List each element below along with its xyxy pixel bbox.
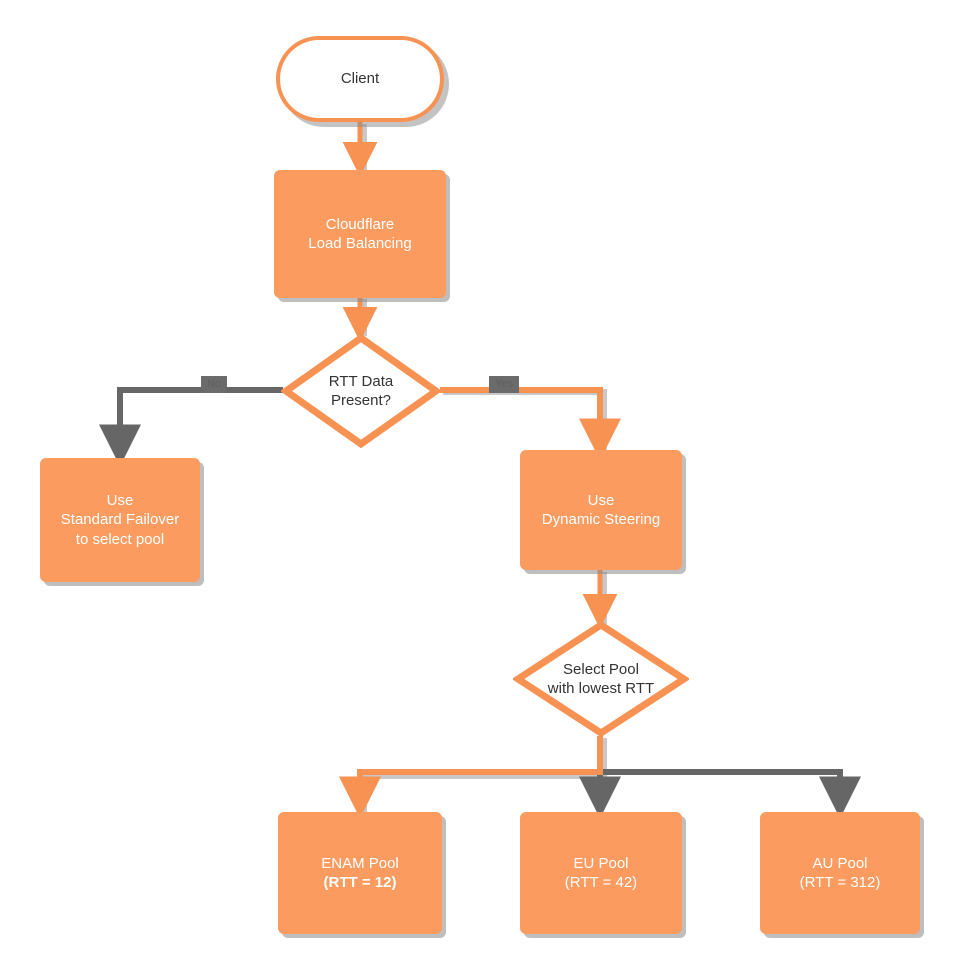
edge-label-rtt-yes: Yes — [489, 376, 519, 393]
node-dynamic-steering-line2: Dynamic Steering — [541, 511, 661, 528]
node-enam-pool-label: ENAM Pool — [321, 854, 399, 872]
edge-select-pool-to-au-pool — [600, 769, 861, 819]
node-rtt-data-present-line1: RTT Data — [328, 372, 394, 390]
node-eu-pool-rtt: (RTT = 42) — [564, 874, 638, 891]
node-standard-failover-line2: Standard Failover — [60, 511, 180, 529]
node-client[interactable]: Client — [276, 36, 444, 122]
node-select-pool-line1: Select Pool — [563, 660, 639, 678]
edge-label-rtt-no: No — [201, 376, 228, 393]
edge-rtt-no-to-standard-failover — [99, 387, 283, 467]
node-eu-pool-label: EU Pool — [573, 854, 629, 872]
node-rtt-data-present[interactable]: RTT Data Present? — [281, 333, 441, 449]
edge-select-pool-to-enam-pool — [339, 736, 603, 819]
node-select-pool[interactable]: Select Pool with lowest RTT — [513, 620, 689, 738]
node-rtt-data-present-line2: Present? — [330, 392, 392, 409]
node-au-pool-rtt: (RTT = 312) — [799, 874, 881, 891]
node-au-pool-label: AU Pool — [812, 854, 868, 872]
node-load-balancing-line2: Load Balancing — [308, 235, 412, 252]
node-enam-pool[interactable]: ENAM Pool (RTT = 12) — [278, 812, 442, 934]
node-load-balancing-line1: Cloudflare — [325, 215, 395, 233]
node-dynamic-steering-line1: Use — [587, 491, 615, 509]
node-enam-pool-rtt: (RTT = 12) — [323, 874, 397, 891]
node-select-pool-line2: with lowest RTT — [547, 680, 655, 697]
diamond-shape-rtt — [281, 333, 441, 449]
node-load-balancing[interactable]: Cloudflare Load Balancing — [274, 170, 446, 298]
node-standard-failover[interactable]: Use Standard Failover to select pool — [40, 458, 200, 582]
node-dynamic-steering[interactable]: Use Dynamic Steering — [520, 450, 682, 570]
node-eu-pool[interactable]: EU Pool (RTT = 42) — [520, 812, 682, 934]
node-standard-failover-line3: to select pool — [75, 530, 165, 548]
diamond-shape-select-pool — [513, 620, 689, 738]
edge-rtt-yes-to-dynamic-steering — [440, 387, 621, 461]
node-au-pool[interactable]: AU Pool (RTT = 312) — [760, 812, 920, 934]
node-client-label: Client — [340, 70, 380, 88]
node-standard-failover-line1: Use — [106, 491, 134, 509]
